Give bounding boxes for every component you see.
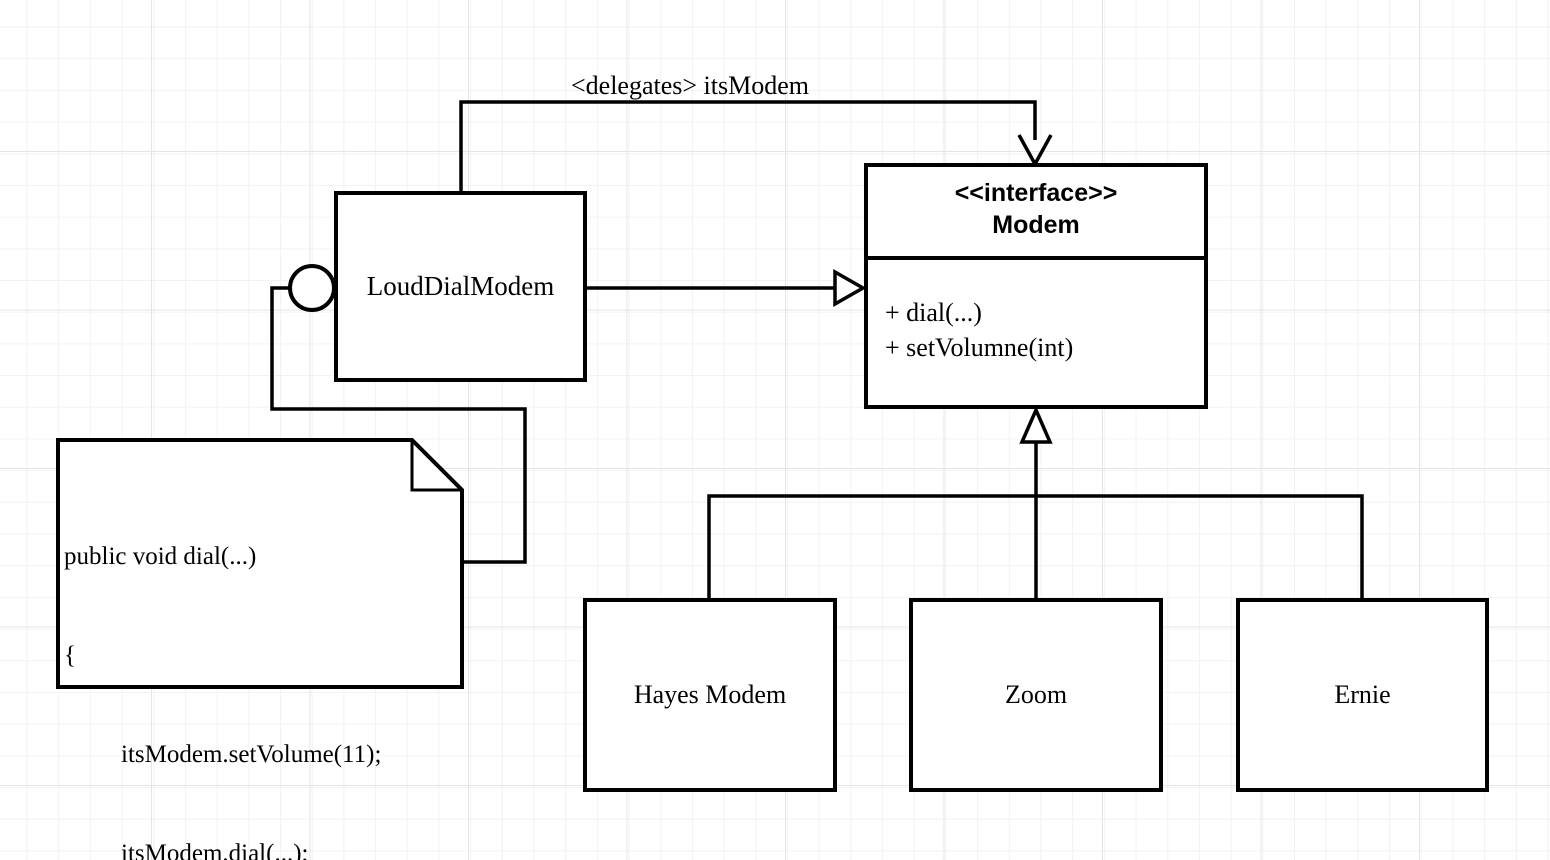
note-shape[interactable] xyxy=(56,438,464,689)
note-line: itsModem.setVolume(11); xyxy=(121,741,382,768)
realization-triangle-arrowhead-icon xyxy=(833,268,867,308)
interface-stereotype-label: <<interface>> xyxy=(954,179,1118,207)
interface-modem-methods: + dial(...) + setVolumne(int) xyxy=(868,260,1204,365)
interface-name-label: Modem xyxy=(992,211,1080,239)
note-fold-icon xyxy=(410,440,462,492)
note-code-text: public void dial(...) { itsModem.setVolu… xyxy=(64,474,381,860)
interface-method-setvolumne: + setVolumne(int) xyxy=(885,333,1074,362)
note-line: public void dial(...) xyxy=(64,543,257,570)
class-loud-dial-modem-label: LoudDialModem xyxy=(366,271,555,301)
interface-modem-header: <<interface>> Modem xyxy=(868,167,1204,260)
class-ernie[interactable]: Ernie xyxy=(1236,598,1489,792)
note-line: { xyxy=(64,642,76,669)
class-hayes-modem[interactable]: Hayes Modem xyxy=(583,598,837,792)
delegates-edge-label[interactable]: <delegates> itsModem xyxy=(571,71,809,100)
class-loud-dial-modem[interactable]: LoudDialModem xyxy=(334,191,587,382)
interface-modem[interactable]: <<interface>> Modem + dial(...) + setVol… xyxy=(864,163,1208,409)
generalization-triangle-arrowhead-icon xyxy=(1019,405,1053,444)
note-line: itsModem.dial(...); xyxy=(121,840,309,860)
class-zoom[interactable]: Zoom xyxy=(909,598,1163,792)
class-hayes-modem-label: Hayes Modem xyxy=(633,680,787,709)
delegates-connector[interactable] xyxy=(459,100,1037,191)
class-ernie-label: Ernie xyxy=(1334,680,1391,709)
class-zoom-label: Zoom xyxy=(1004,680,1068,709)
interface-method-dial: + dial(...) xyxy=(885,298,982,327)
lollipop-interface-icon[interactable] xyxy=(288,264,336,312)
note-connector[interactable] xyxy=(270,286,527,564)
